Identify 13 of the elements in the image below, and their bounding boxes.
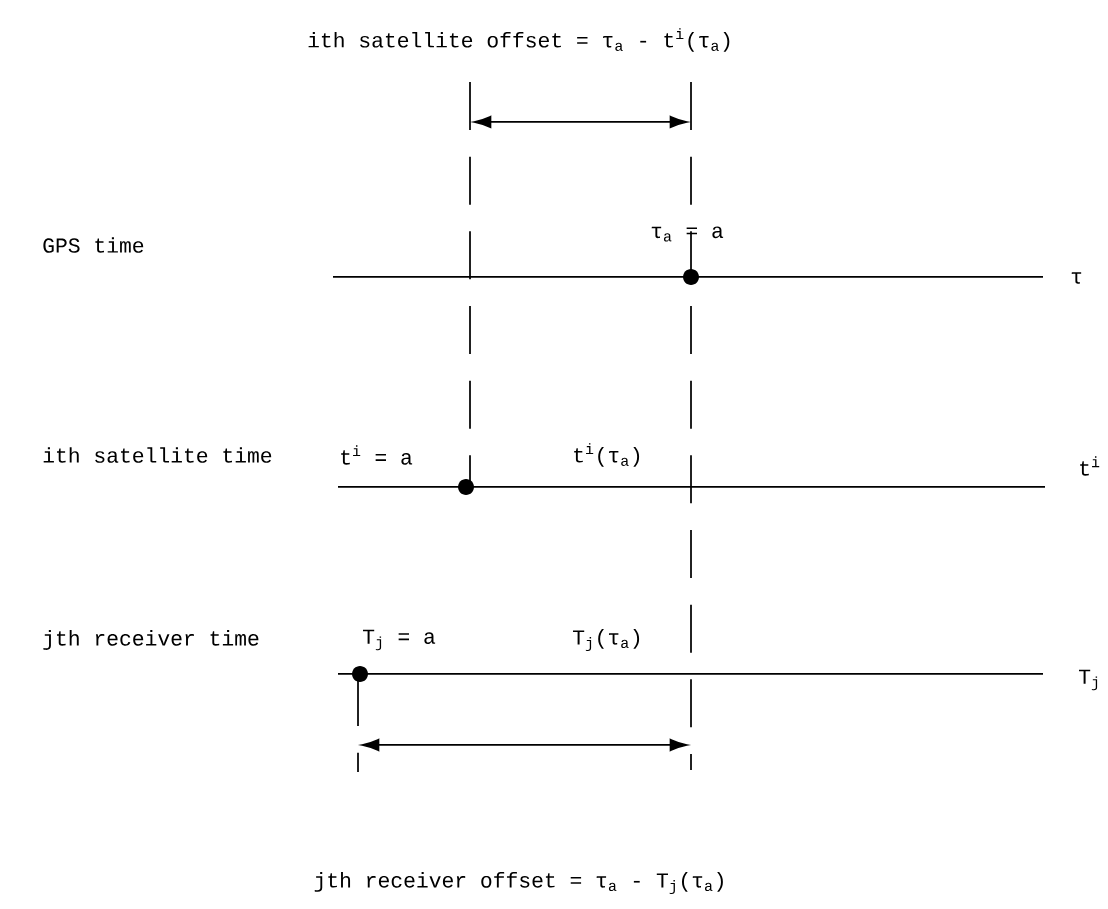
label: ith satellite offset = τ$_{a}$ - t$^{i}$(τ$_{a}$): [308, 28, 730, 52]
label: t$^{i}$(τ$_{a}$): [574, 443, 640, 467]
label: jth receiver time: [43, 630, 259, 650]
label: T$_{j}$ = a: [363, 629, 436, 651]
label: T$_{j}$(τ$_{a}$): [573, 629, 640, 651]
label: τ$_{a}$ = a: [651, 226, 724, 242]
label: t$^{i}$ = a: [341, 445, 413, 465]
label: jth receiver offset = τ$_{a}$ - T$_{j}$(τ$_{a}$): [314, 872, 723, 894]
label: τ: [1071, 272, 1082, 284]
label: t$^{i}$: [1080, 456, 1100, 476]
label: GPS time: [43, 237, 144, 253]
label: ith satellite time: [43, 447, 272, 463]
label: T$_{j}$: [1079, 669, 1098, 691]
